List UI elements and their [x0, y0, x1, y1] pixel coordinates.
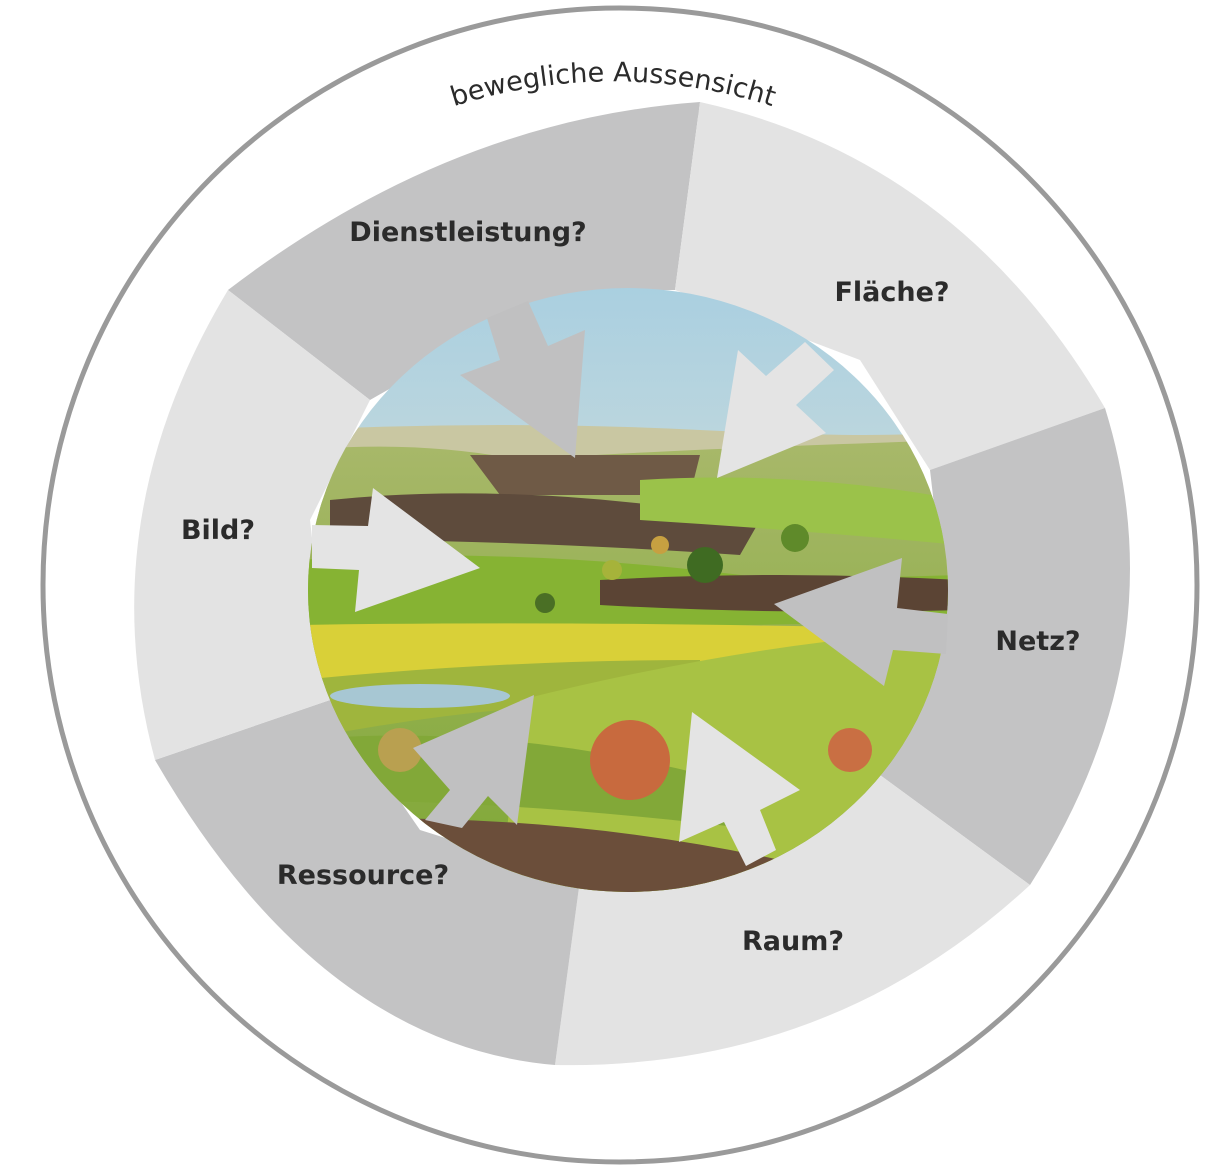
segment-label-raum: Raum?	[742, 926, 844, 957]
segment-label-dienstleistung: Dienstleistung?	[349, 217, 586, 248]
segment-label-ressource: Ressource?	[277, 860, 449, 891]
segment-ressource	[155, 700, 580, 1065]
arrow-from-flaeche-icon	[717, 342, 834, 478]
segment-label-netz: Netz?	[995, 626, 1080, 657]
segment-label-flaeche: Fläche?	[834, 277, 949, 308]
arrow-from-bild-icon	[312, 488, 480, 612]
segment-flaeche	[675, 102, 1105, 470]
segment-dienstleistung-top	[228, 102, 700, 400]
outer-ring	[40, 5, 1200, 1165]
segment-bild	[134, 290, 370, 760]
segment-ring	[134, 102, 1130, 1066]
segment-netz	[880, 408, 1130, 885]
arrow-from-dienstleistung-icon	[460, 301, 585, 458]
arrows	[312, 301, 948, 866]
segment-label-bild: Bild?	[181, 515, 255, 546]
arrow-from-netz-icon	[774, 558, 948, 686]
outer-ring-label: bewegliche Aussensicht	[447, 57, 780, 113]
arrow-from-raum-icon	[679, 712, 800, 866]
arrow-from-ressource-icon	[413, 695, 534, 828]
